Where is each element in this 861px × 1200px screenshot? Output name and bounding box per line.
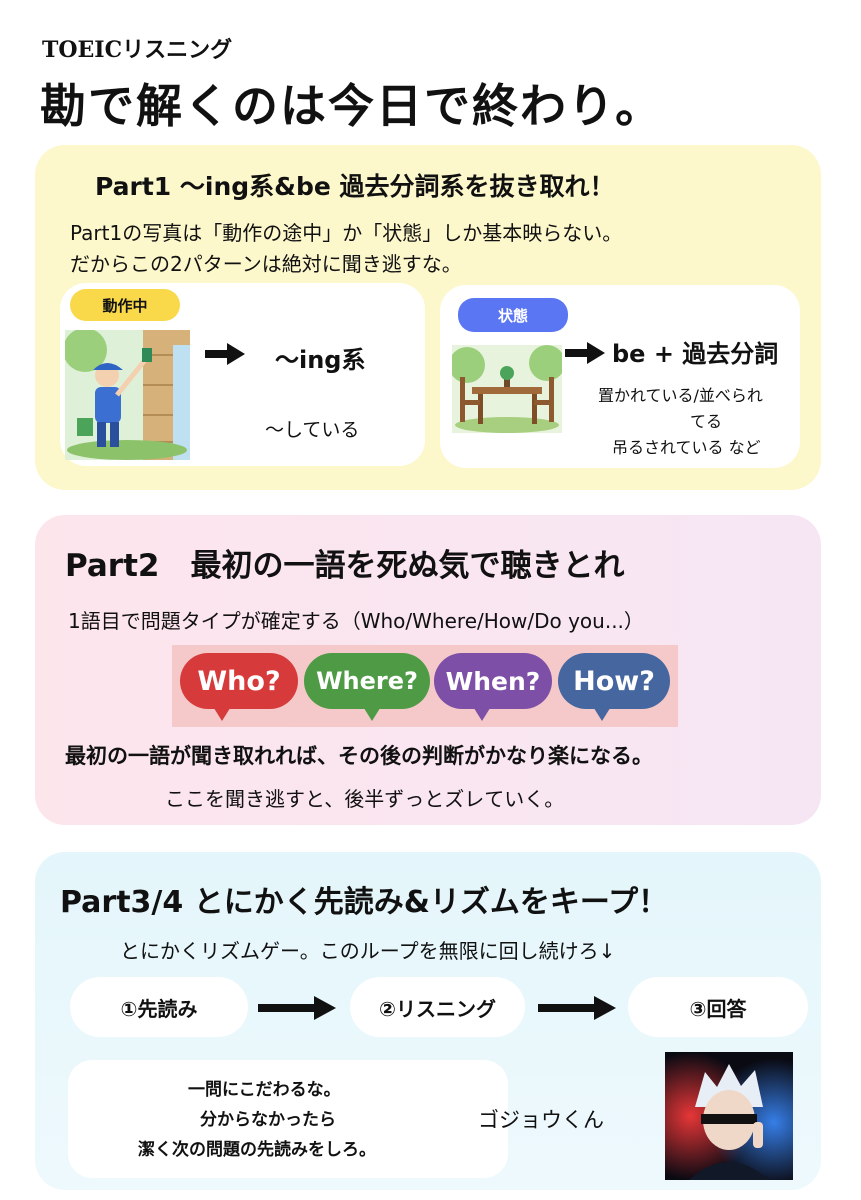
where-bubble: Where? [304,653,430,709]
part1-description-line2: だからこの2パターンは絶対に聞き逃すな。 [70,252,462,276]
table-illustration [452,345,562,433]
part2-heading: Part2 最初の一語を死ぬ気で聴きとれ [65,548,625,584]
question-words-banner: Who? Where? When? How? [172,645,678,727]
character-avatar [665,1052,793,1180]
advice-line1: 一問にこだわるな。 [188,1080,341,1100]
step-listening: ②リスニング [350,977,525,1037]
ing-pattern-label: 〜ing系 [275,346,366,374]
part2-key-point: 最初の一語が聞き取れれば、その後の判断がかなり楽になる。 [65,744,653,768]
how-bubble: How? [558,653,670,709]
advice-line2: 分からなかったら [200,1110,336,1130]
step-preread: ①先読み [70,977,248,1037]
header-subtitle: TOEICリスニング [42,37,233,63]
part2-description: 1語目で問題タイプが確定する（Who/Where/How/Do you...） [68,609,644,633]
who-bubble: Who? [180,653,298,709]
painter-illustration [65,330,190,460]
be-pp-examples-line1: 置かれている/並べられ [598,386,763,405]
be-pp-examples-line2: てる [690,412,723,431]
part1-description-line1: Part1の写真は「動作の途中」か「状態」しか基本映らない。 [70,221,623,245]
step-answer: ③回答 [628,977,808,1037]
be-pp-examples-line3: 吊るされている など [612,438,761,457]
advice-line3: 潔く次の問題の先読みをしろ。 [138,1140,376,1160]
character-name: ゴジョウくん [478,1108,604,1132]
part1-heading: Part1 〜ing系&be 過去分詞系を抜き取れ！ [95,172,615,201]
part3-heading: Part3/4 とにかく先読み&リズムをキープ！ [60,885,669,920]
action-badge: 動作中 [70,289,180,321]
how-bubble-tail [592,705,612,721]
part3-description: とにかくリズムゲー。このループを無限に回し続けろ↓ [120,939,616,963]
where-bubble-tail [362,705,382,721]
arrow-right-icon [258,996,336,1020]
arrow-right-icon [538,996,616,1020]
when-bubble: When? [434,653,552,709]
state-badge: 状態 [458,298,568,332]
part2-warning: ここを聞き逃すと、後半ずっとズレていく。 [165,787,565,811]
page-title: 勘で解くのは今日で終わり。 [40,79,664,133]
when-bubble-tail [472,705,492,721]
be-pp-pattern-label: be + 過去分詞 [612,340,779,368]
arrow-right-icon [205,343,245,365]
who-bubble-tail [212,705,232,721]
advice-card [68,1060,508,1178]
arrow-right-icon [565,342,605,364]
ing-meaning: 〜している [265,419,360,441]
